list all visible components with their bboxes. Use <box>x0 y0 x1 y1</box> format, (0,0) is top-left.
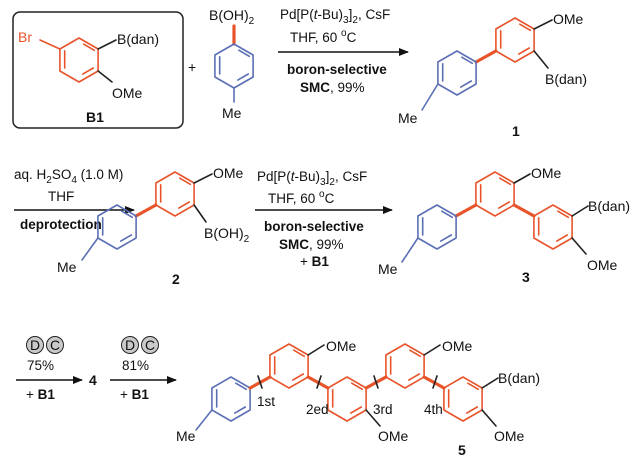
bond-label-2ed: 2ed <box>306 402 329 417</box>
svg-text:+ B1: + B1 <box>120 387 149 402</box>
tolylboronic-acid: B(OH)2 Me <box>209 7 255 121</box>
svg-text:D: D <box>125 337 135 353</box>
svg-text:OMe: OMe <box>326 338 357 354</box>
step3-conditions: Pd[P(t-Bu)3]2, CsF THF, 60 oC boron-sele… <box>255 169 393 269</box>
compound-2: OMe B(OH)2 Me 2 <box>57 165 250 287</box>
svg-text:boron-selective: boron-selective <box>264 219 364 234</box>
compound-4-label: 4 <box>89 372 97 388</box>
compound-1: OMe B(dan) Me 1 <box>398 11 587 139</box>
svg-text:THF, 60 oC: THF, 60 oC <box>268 189 335 206</box>
svg-text:C: C <box>50 337 60 353</box>
svg-text:SMC, 99%: SMC, 99% <box>279 237 344 252</box>
compound-5: Me OMe OMe <box>176 338 540 458</box>
bond-cut-mark <box>316 375 322 389</box>
svg-text:B(dan): B(dan) <box>498 370 540 386</box>
svg-text:3: 3 <box>522 269 530 285</box>
b1-compound-label: B1 <box>86 109 104 125</box>
svg-text:OMe: OMe <box>213 165 244 181</box>
cycle1: D C 75% + B1 <box>16 336 83 402</box>
svg-text:2: 2 <box>172 271 180 287</box>
svg-text:aq. H2SO4 (1.0 M): aq. H2SO4 (1.0 M) <box>14 167 123 186</box>
plus-sign: + <box>188 59 196 75</box>
svg-text:OMe: OMe <box>494 428 525 444</box>
svg-text:boron-selective: boron-selective <box>287 62 387 77</box>
bond-label-3rd: 3rd <box>373 402 393 417</box>
svg-text:C: C <box>145 337 155 353</box>
svg-text:75%: 75% <box>27 358 54 373</box>
svg-text:OMe: OMe <box>442 338 473 354</box>
svg-text:THF, 60 oC: THF, 60 oC <box>290 28 357 45</box>
svg-text:Pd[P(t-Bu)3]2, CsF: Pd[P(t-Bu)3]2, CsF <box>257 169 367 188</box>
svg-text:deprotection: deprotection <box>20 217 102 232</box>
svg-text:SMC, 99%: SMC, 99% <box>300 80 365 95</box>
tolyl-methyl-label: Me <box>222 105 242 121</box>
svg-text:+ B1: + B1 <box>300 254 329 269</box>
bond-cut-mark <box>432 375 438 389</box>
svg-text:OMe: OMe <box>553 11 584 27</box>
step1-conditions: Pd[P(t-Bu)3]2, CsF THF, 60 oC boron-sele… <box>278 7 409 95</box>
compound-5-label: 5 <box>458 442 466 458</box>
svg-text:Me: Me <box>57 259 77 275</box>
bond-cut-mark <box>257 375 263 389</box>
svg-text:Me: Me <box>398 110 418 126</box>
bond-cut-mark <box>373 375 379 389</box>
svg-text:Pd[P(t-Bu)3]2, CsF: Pd[P(t-Bu)3]2, CsF <box>280 7 390 26</box>
svg-text:Me: Me <box>176 428 196 444</box>
svg-text:B(dan): B(dan) <box>545 71 587 87</box>
deprotection-cycle-icon <box>121 336 139 354</box>
svg-text:B(OH)2: B(OH)2 <box>204 225 250 245</box>
b1-ring <box>59 37 99 83</box>
b1-highlight-box <box>12 11 184 129</box>
step2-conditions: aq. H2SO4 (1.0 M) THF deprotection <box>14 167 135 232</box>
deprotection-cycle-icon <box>26 336 44 354</box>
svg-text:81%: 81% <box>122 358 149 373</box>
b1-methoxy-label: OMe <box>112 85 143 101</box>
svg-text:1: 1 <box>512 123 520 139</box>
svg-text:OMe: OMe <box>531 165 562 181</box>
svg-text:OMe: OMe <box>587 257 618 273</box>
boronic-acid-label: B(OH)2 <box>209 7 255 27</box>
bond-label-1st: 1st <box>257 394 275 409</box>
cycle2: D C 81% + B1 <box>110 336 177 402</box>
svg-text:+ B1: + B1 <box>26 387 55 402</box>
b1-bdan-label: B(dan) <box>117 31 159 47</box>
coupling-cycle-icon <box>46 336 64 354</box>
compound-3: OMe Me B(dan) OMe 3 <box>378 165 630 285</box>
svg-text:OMe: OMe <box>378 428 409 444</box>
svg-text:B(dan): B(dan) <box>588 198 630 214</box>
svg-text:Me: Me <box>378 261 398 277</box>
svg-text:D: D <box>30 337 40 353</box>
b1-bromo-label: Br <box>18 29 32 45</box>
bond-label-4th: 4th <box>424 402 443 417</box>
coupling-cycle-icon <box>141 336 159 354</box>
b1-structure: Br B(dan) OMe B1 <box>18 29 159 125</box>
svg-text:THF: THF <box>48 189 74 204</box>
